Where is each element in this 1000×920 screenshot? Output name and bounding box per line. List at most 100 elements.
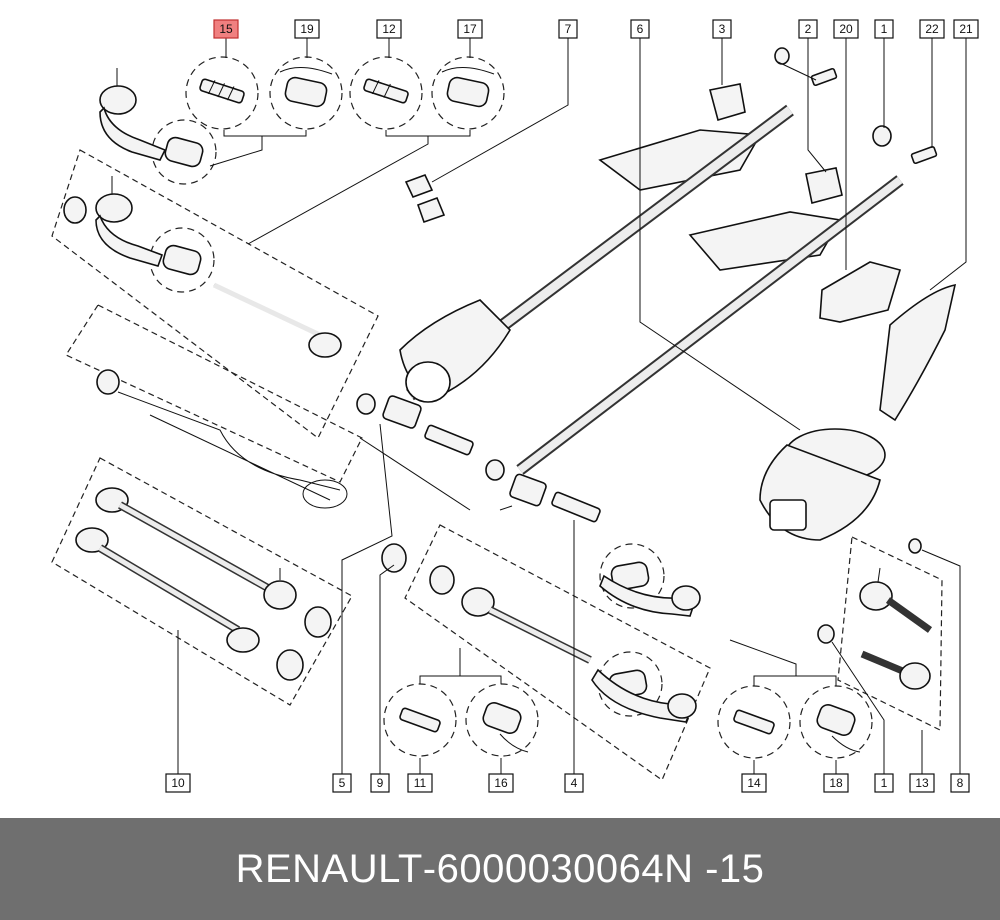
svg-text:6: 6: [637, 22, 644, 36]
svg-text:13: 13: [915, 776, 929, 790]
bracket-part-20: [819, 261, 902, 323]
rack-housing-outline: [65, 304, 363, 483]
svg-text:5: 5: [339, 776, 346, 790]
boot-clip-part-18: [816, 704, 861, 753]
callout-12[interactable]: 12: [376, 19, 402, 39]
boot-part-mid: [162, 244, 202, 276]
boot-clip-part-17: [441, 67, 495, 108]
callout-22[interactable]: 22: [919, 19, 945, 39]
callout-2[interactable]: 2: [798, 19, 818, 39]
clip-part-7: [404, 173, 446, 224]
callout-21[interactable]: 21: [953, 19, 979, 39]
group-box-far-right: [837, 536, 943, 731]
tie-rod-end-upper-left: [99, 68, 167, 161]
svg-text:19: 19: [300, 22, 314, 36]
boot-part-upper: [164, 136, 204, 168]
bolt-part-11: [399, 707, 441, 733]
callout-4[interactable]: 4: [564, 773, 584, 793]
callout-13[interactable]: 13: [909, 773, 935, 793]
callout-7[interactable]: 7: [558, 19, 578, 39]
svg-text:11: 11: [414, 776, 427, 790]
svg-text:8: 8: [957, 776, 964, 790]
svg-text:14: 14: [747, 776, 761, 790]
svg-text:9: 9: [377, 776, 384, 790]
tie-rod-assembly-lower-left: [75, 487, 332, 681]
callout-3[interactable]: 3: [712, 19, 732, 39]
callout-20[interactable]: 20: [833, 19, 859, 39]
svg-text:12: 12: [382, 22, 396, 36]
callout-6[interactable]: 6: [630, 19, 650, 39]
svg-text:10: 10: [171, 776, 185, 790]
svg-text:2: 2: [805, 22, 812, 36]
rack-housing-end: [302, 479, 348, 509]
detail-circle-12: [349, 56, 423, 130]
callout-18[interactable]: 18: [823, 773, 849, 793]
svg-text:3: 3: [719, 22, 726, 36]
svg-text:21: 21: [959, 22, 973, 36]
callout-11[interactable]: 11: [407, 773, 433, 793]
callout-16[interactable]: 16: [488, 773, 514, 793]
callout-10[interactable]: 10: [165, 773, 191, 793]
tie-rod-assembly-right: [817, 538, 933, 690]
steering-column-lower: [509, 167, 904, 507]
steering-boot: [759, 428, 886, 541]
group-box-upper-left: [51, 149, 379, 439]
washer-left: [63, 196, 87, 224]
boot-clip-part-16: [482, 702, 529, 753]
callout-1-top[interactable]: 1: [874, 19, 894, 39]
clamp-bolt-upper: [424, 424, 474, 456]
inner-tie-rod-lower-right: [381, 543, 701, 723]
bushing-upper: [356, 393, 376, 415]
leader-lines: [177, 38, 967, 774]
position-prefix: N -: [664, 846, 719, 891]
detail-circle-15: [185, 56, 259, 130]
svg-text:15: 15: [219, 22, 233, 36]
part-info-text: RENAULT - 6000030064 N - 15: [0, 818, 1000, 920]
svg-text:7: 7: [565, 22, 572, 36]
steering-column-upper: [382, 83, 794, 429]
position-number: 15: [718, 846, 765, 891]
svg-text:22: 22: [925, 22, 939, 36]
clamp-bolt-lower: [551, 491, 601, 523]
callout-9[interactable]: 9: [370, 773, 390, 793]
callout-8[interactable]: 8: [950, 773, 970, 793]
detail-circle-boot-right-upper: [599, 543, 665, 609]
group-box-lower-left: [51, 457, 353, 706]
svg-text:16: 16: [494, 776, 508, 790]
svg-text:17: 17: [463, 22, 477, 36]
callout-19[interactable]: 19: [294, 19, 320, 39]
svg-text:4: 4: [571, 776, 578, 790]
parts-exploded-diagram: 15 19 12 17 7 6 3 2 20 1 22: [51, 19, 979, 793]
callout-15[interactable]: 15: [213, 19, 239, 39]
svg-text:18: 18: [829, 776, 843, 790]
callout-1-bottom[interactable]: 1: [874, 773, 894, 793]
washer-rack: [96, 369, 120, 395]
boot-part-right-upper: [610, 561, 650, 591]
detail-circle-19: [269, 56, 343, 130]
bolt-part-14: [733, 709, 775, 735]
inner-tie-rod-upper: [212, 282, 342, 358]
boot-clip-part-19: [279, 67, 333, 108]
nut-part-1: [872, 125, 892, 147]
bolt-part-22: [910, 145, 938, 165]
svg-text:20: 20: [839, 22, 853, 36]
part-number: 6000030064: [436, 846, 665, 891]
bushing-lower: [485, 459, 505, 481]
callout-17[interactable]: 17: [457, 19, 483, 39]
brand-name: RENAULT: [235, 846, 423, 891]
callout-14[interactable]: 14: [741, 773, 767, 793]
detail-circle-16: [465, 683, 539, 757]
nut-part-top: [774, 47, 790, 65]
svg-text:1: 1: [881, 776, 888, 790]
svg-text:1: 1: [881, 22, 888, 36]
cover-part-21: [879, 283, 957, 422]
callout-5[interactable]: 5: [332, 773, 352, 793]
group-box-lower-right: [404, 524, 711, 781]
bolt-part-15: [199, 78, 245, 104]
separator: -: [422, 846, 437, 891]
bolt-part-2: [810, 67, 838, 87]
tie-rod-end-mid-left: [95, 176, 164, 267]
rack-housing: [117, 391, 341, 501]
detail-circle-17: [431, 56, 505, 130]
